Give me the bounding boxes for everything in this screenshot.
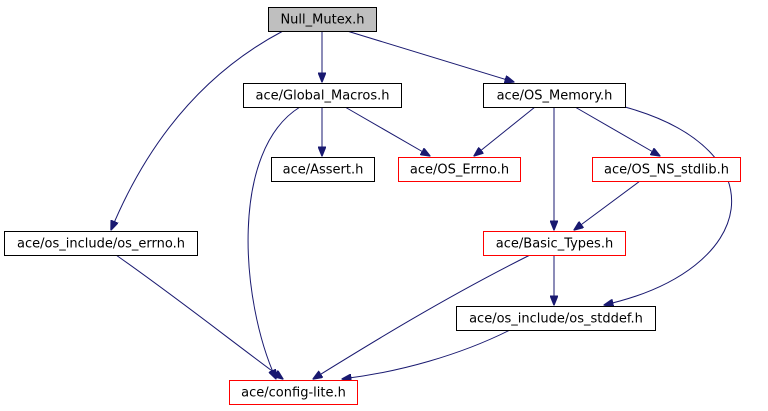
node-basic-types[interactable]: ace/Basic_Types.h (483, 231, 626, 256)
nodes: Null_Mutex.h ace/Global_Macros.h ace/OS_Me… (4, 7, 741, 405)
node-box (4, 231, 198, 256)
edge-os_memory-to-os_errno (474, 106, 536, 156)
node-assert[interactable]: ace/Assert.h (271, 157, 375, 182)
node-box (243, 83, 402, 108)
node-box (398, 157, 521, 182)
edges (111, 30, 733, 379)
node-os-errno[interactable]: ace/OS_Errno.h (398, 157, 521, 182)
node-box (229, 380, 358, 405)
node-box (271, 157, 375, 182)
node-label: ace/OS_NS_stdlib.h (604, 163, 729, 178)
edge-global_macros-to-os_errno (344, 106, 430, 156)
node-box (268, 7, 377, 32)
node-os-memory[interactable]: ace/OS_Memory.h (483, 83, 626, 108)
node-os-include-errno[interactable]: ace/os_include/os_errno.h (4, 231, 198, 256)
node-box (483, 231, 626, 256)
node-label: ace/os_include/os_errno.h (17, 237, 185, 252)
node-box (483, 83, 626, 108)
node-label: ace/os_include/os_stddef.h (469, 312, 643, 327)
node-os-include-stddef[interactable]: ace/os_include/os_stddef.h (456, 306, 656, 331)
node-null-mutex: Null_Mutex.h (268, 7, 377, 32)
edge-global_macros-to-config_lite (247, 106, 301, 379)
node-label: ace/Assert.h (283, 163, 364, 178)
node-config-lite[interactable]: ace/config-lite.h (229, 380, 358, 405)
node-label: ace/Basic_Types.h (496, 237, 613, 252)
edge-os_ns_stdlib-to-basic_types (574, 180, 641, 230)
edge-null_mutex-to-os_include_errno (111, 30, 284, 230)
edge-os_memory-to-os_include_stddef (604, 106, 733, 305)
edge-null_mutex-to-os_memory (346, 30, 514, 82)
node-box (456, 306, 656, 331)
edge-basic_types-to-config_lite (313, 254, 531, 379)
node-label: ace/OS_Errno.h (410, 163, 509, 178)
edge-os_include_errno-to-config_lite (115, 254, 283, 379)
node-label: Null_Mutex.h (280, 13, 364, 28)
node-os-ns-stdlib[interactable]: ace/OS_NS_stdlib.h (592, 157, 741, 182)
node-label: ace/OS_Memory.h (497, 89, 613, 104)
edge-os_include_stddef-to-config_lite (342, 329, 511, 379)
node-label: ace/config-lite.h (241, 386, 346, 401)
node-box (592, 157, 741, 182)
edge-os_memory-to-os_ns_stdlib (574, 106, 660, 156)
node-label: ace/Global_Macros.h (256, 89, 390, 104)
node-global-macros[interactable]: ace/Global_Macros.h (243, 83, 402, 108)
